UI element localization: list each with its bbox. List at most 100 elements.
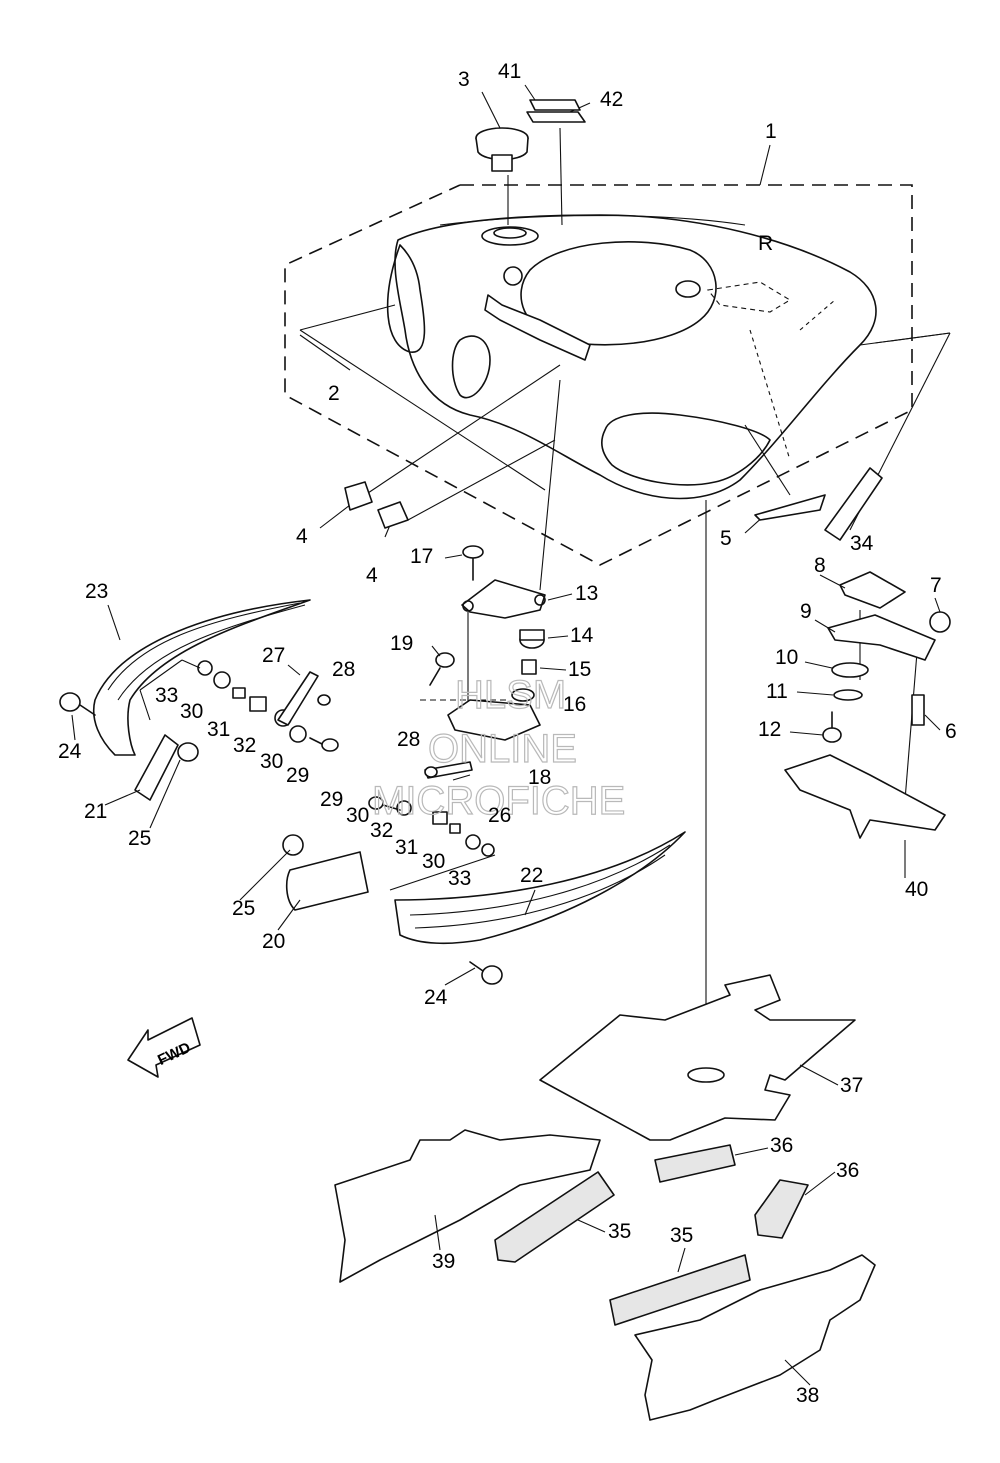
washer-10 — [831, 662, 869, 678]
callout-numbers: 1 2 3 41 42 4 4 5 34 17 13 14 15 16 18 1… — [58, 60, 957, 1407]
screw-12 — [822, 711, 842, 743]
callout-36b: 36 — [836, 1159, 859, 1182]
callout-30d: 30 — [422, 850, 445, 873]
bolt-24a — [59, 692, 96, 716]
cover-40 — [784, 754, 946, 839]
watermark-line-1: HLSM — [455, 673, 566, 717]
damper-25a — [177, 742, 199, 762]
callout-29a: 29 — [286, 764, 309, 787]
callout-13: 13 — [575, 582, 598, 605]
watermark-line-3: MICROFICHE — [372, 779, 625, 823]
pad-36a — [654, 1144, 736, 1183]
side-cover-22 — [394, 831, 686, 945]
bolt-24b — [469, 961, 503, 985]
callout-9: 9 — [800, 600, 812, 623]
bracket-21 — [134, 734, 179, 801]
label-41 — [526, 99, 586, 123]
callout-4b: 4 — [366, 564, 378, 587]
callout-35a: 35 — [608, 1220, 631, 1243]
watermark: HLSM ONLINE MICROFICHE — [371, 672, 626, 823]
watermark-line-2: ONLINE — [428, 727, 577, 771]
callout-14: 14 — [570, 624, 594, 647]
callout-32a: 32 — [233, 734, 256, 757]
callout-6: 6 — [945, 720, 957, 743]
svg-text:R: R — [758, 232, 773, 255]
damper-8 — [839, 571, 906, 609]
callout-18: 18 — [528, 766, 551, 789]
washer-11 — [833, 689, 863, 701]
callout-37: 37 — [840, 1074, 863, 1097]
callout-2: 2 — [328, 382, 340, 405]
bracket-27 — [277, 671, 319, 726]
callout-16: 16 — [563, 693, 586, 716]
callout-40: 40 — [905, 878, 928, 901]
fuel-tank: R — [386, 214, 877, 500]
callout-41: 41 — [498, 60, 521, 83]
callout-1: 1 — [765, 120, 777, 143]
callout-30b: 30 — [260, 750, 283, 773]
callout-31b: 31 — [395, 836, 418, 859]
callout-4a: 4 — [296, 525, 308, 548]
callout-25a: 25 — [128, 827, 151, 850]
callout-31a: 31 — [207, 718, 230, 741]
damper-25b — [282, 834, 304, 856]
callout-8: 8 — [814, 554, 826, 577]
callout-19: 19 — [390, 632, 413, 655]
callout-21: 21 — [84, 800, 107, 823]
callout-20: 20 — [262, 930, 285, 953]
bracket-13 — [461, 579, 546, 619]
callout-3: 3 — [458, 68, 470, 91]
callout-15: 15 — [568, 658, 591, 681]
bolt-16 — [511, 688, 535, 702]
bolt-17 — [462, 545, 484, 581]
callout-30a: 30 — [180, 700, 203, 723]
lower-leader-lines — [71, 554, 941, 1386]
callout-38: 38 — [796, 1384, 819, 1407]
callout-36a: 36 — [770, 1134, 793, 1157]
damper-14 — [519, 629, 545, 649]
callout-39: 39 — [432, 1250, 455, 1273]
fuel-cap — [475, 127, 529, 172]
screws-28-29-left — [309, 694, 339, 752]
callout-35b: 35 — [670, 1224, 693, 1247]
callout-33b: 33 — [448, 867, 471, 890]
damper-4 — [344, 481, 409, 529]
callout-11: 11 — [766, 680, 788, 703]
bracket-20 — [285, 851, 369, 911]
callout-33a: 33 — [155, 684, 178, 707]
callout-7: 7 — [930, 574, 942, 597]
callout-12: 12 — [758, 718, 781, 741]
washers-30-33-right — [396, 800, 495, 857]
callout-32b: 32 — [370, 819, 393, 842]
emblem-34 — [824, 467, 883, 541]
pad-35a — [494, 1171, 615, 1263]
callout-5: 5 — [720, 527, 732, 550]
bracket-9 — [827, 614, 936, 661]
bracket-26 — [368, 761, 473, 811]
forward-direction-arrow: FWD — [127, 1017, 201, 1078]
side-cover-23 — [92, 599, 311, 756]
pad-35b — [609, 1254, 751, 1326]
callout-26: 26 — [488, 804, 511, 827]
callout-28b: 28 — [397, 728, 420, 751]
callout-28a: 28 — [332, 658, 355, 681]
mat-38 — [634, 1254, 876, 1421]
leader-lines — [139, 84, 951, 1075]
callout-34: 34 — [850, 532, 874, 555]
callout-10: 10 — [775, 646, 798, 669]
screw-19 — [429, 652, 455, 686]
collar-15 — [521, 659, 537, 675]
bolt-6 — [911, 694, 925, 726]
pad-36b — [754, 1179, 809, 1239]
callout-27: 27 — [262, 644, 285, 667]
bracket-18 — [447, 699, 541, 741]
callout-29b: 29 — [320, 788, 343, 811]
callout-25b: 25 — [232, 897, 255, 920]
callout-42: 42 — [600, 88, 623, 111]
emblem-5 — [754, 494, 826, 521]
bolt-7 — [929, 611, 951, 633]
mat-37 — [539, 974, 856, 1141]
callout-23: 23 — [85, 580, 108, 603]
